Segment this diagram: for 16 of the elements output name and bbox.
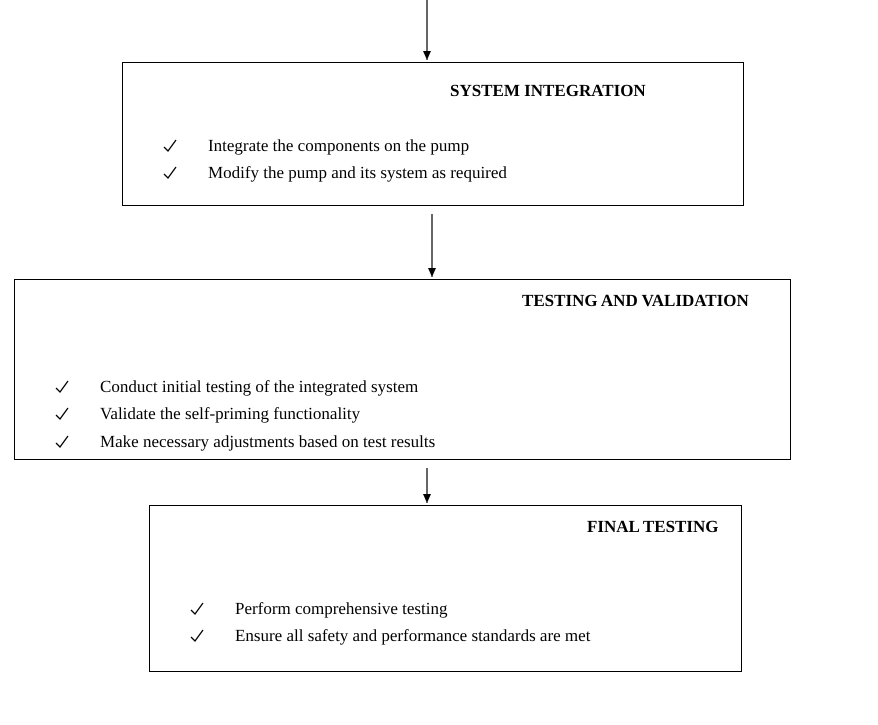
bullet-text: Validate the self-priming functionality (100, 404, 360, 424)
box-heading: SYSTEM INTEGRATION (450, 81, 646, 101)
process-box (149, 505, 742, 672)
arrow (428, 214, 436, 277)
bullet-text: Integrate the components on the pump (208, 136, 470, 156)
bullet-text: Perform comprehensive testing (235, 598, 448, 619)
process-box (14, 279, 791, 460)
bullet-text: Modify the pump and its system as required (208, 163, 507, 184)
box-heading: FINAL TESTING (587, 517, 718, 537)
box-heading: TESTING AND VALIDATION (522, 291, 749, 311)
process-box (122, 62, 744, 206)
arrow (423, 0, 431, 60)
bullet-text: Ensure all safety and performance standards are met (235, 626, 590, 646)
arrow (423, 468, 431, 503)
bullet-text: Conduct initial testing of the integrated system (100, 376, 418, 397)
bullet-text: Make necessary adjustments based on test results (100, 432, 436, 452)
